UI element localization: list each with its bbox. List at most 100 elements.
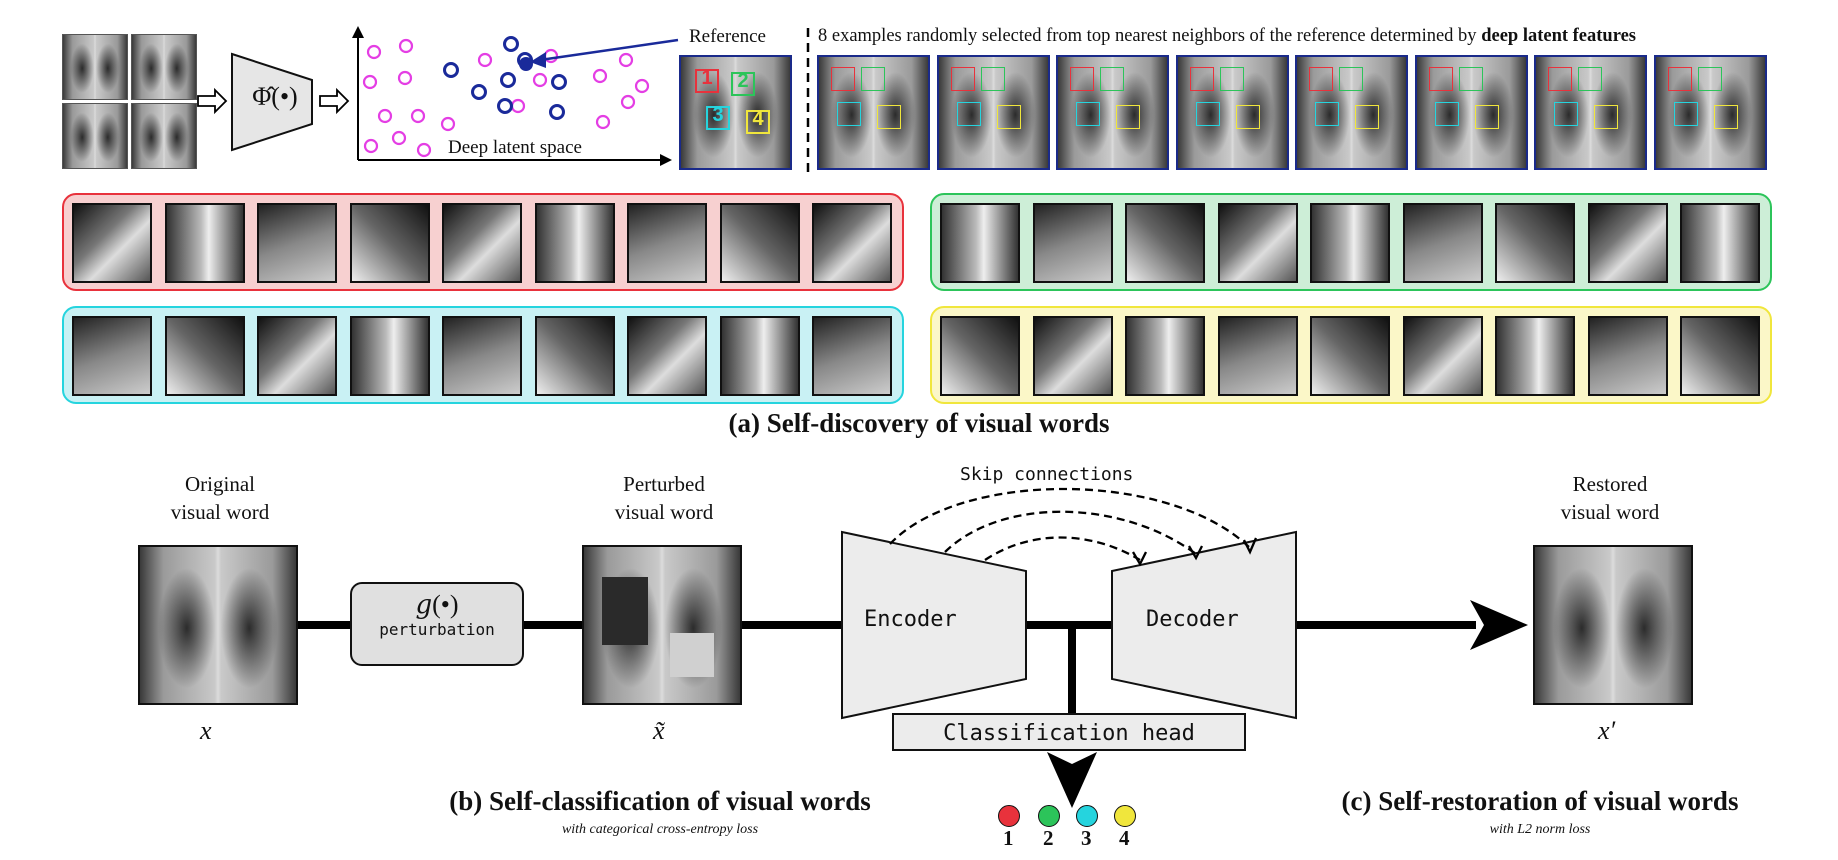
visual-word-patch bbox=[812, 316, 892, 396]
original-symbol: x bbox=[200, 716, 212, 745]
bottleneck-down-line bbox=[1068, 621, 1076, 713]
hollow-arrow-icon bbox=[197, 87, 228, 115]
original-label: Original visual word bbox=[140, 470, 300, 526]
visual-word-patch bbox=[257, 203, 337, 283]
reference-xray: 1 2 3 4 bbox=[679, 55, 792, 170]
class-number-4: 4 bbox=[1119, 826, 1130, 850]
visual-word-patch bbox=[1125, 316, 1205, 396]
perturbation-box: 𝑔(•) perturbation bbox=[350, 582, 524, 666]
phi-encoder-shape bbox=[231, 52, 313, 152]
latent-space-label: Deep latent space bbox=[448, 137, 582, 158]
phi-label: Φ̂(•) bbox=[252, 82, 298, 111]
visual-word-patch bbox=[164, 316, 245, 396]
output-arrowhead-icon bbox=[1470, 600, 1528, 650]
visual-word-patch bbox=[719, 203, 800, 283]
reference-point bbox=[519, 57, 533, 71]
hollow-arrow-icon bbox=[319, 87, 350, 115]
reference-number-2: 2 bbox=[737, 70, 749, 92]
perturbed-label: Perturbed visual word bbox=[584, 470, 744, 526]
subcaption-c: with L2 norm loss bbox=[1489, 822, 1591, 837]
visual-word-patch bbox=[940, 316, 1020, 396]
reference-number-3: 3 bbox=[712, 104, 724, 126]
neighbor-box-cyan bbox=[1315, 102, 1339, 126]
connector-line bbox=[295, 621, 353, 629]
neighbor-xray bbox=[936, 55, 1050, 170]
connector-line bbox=[522, 621, 584, 629]
visual-word-patch bbox=[1587, 316, 1668, 396]
neighbor-box-yellow bbox=[1713, 105, 1738, 129]
neighbor-xray bbox=[1056, 55, 1169, 170]
neighbor-xray bbox=[1295, 55, 1408, 170]
neighbor-box-red bbox=[1428, 67, 1453, 91]
neighbor-xray bbox=[1534, 55, 1647, 170]
restored-label-line1: Restored bbox=[1572, 472, 1648, 496]
reference-number-1: 1 bbox=[701, 67, 713, 89]
reference-box-4 bbox=[746, 110, 770, 134]
neighbor-xray bbox=[817, 55, 930, 170]
visual-word-patch bbox=[940, 203, 1020, 283]
visual-word-patch bbox=[1587, 203, 1668, 283]
visual-word-patch bbox=[1310, 203, 1390, 283]
visual-word-patch bbox=[164, 203, 245, 283]
class-number-1: 1 bbox=[1003, 826, 1014, 850]
neighbor-box-yellow bbox=[1594, 105, 1618, 129]
skip-connections-label: Skip connections bbox=[960, 464, 1134, 485]
encoder-shape bbox=[841, 530, 1027, 720]
visual-word-patch bbox=[534, 203, 615, 283]
perturbation-dark-patch bbox=[602, 577, 648, 645]
neighbor-box-green bbox=[1578, 67, 1602, 91]
restored-symbol: x′ bbox=[1598, 716, 1616, 745]
neighbor-box-yellow bbox=[996, 105, 1021, 129]
neighbor-box-red bbox=[1189, 67, 1214, 91]
neighbor-xray bbox=[1653, 55, 1767, 170]
visual-word-patch bbox=[534, 316, 615, 396]
visual-word-patch bbox=[812, 203, 892, 283]
class-dot-red bbox=[998, 805, 1020, 827]
visual-word-patch bbox=[72, 316, 152, 396]
encoder-label: Encoder bbox=[864, 607, 957, 632]
neighbor-xray bbox=[1175, 55, 1289, 170]
class-dot-yellow bbox=[1114, 805, 1136, 827]
output-line bbox=[1296, 621, 1476, 629]
visual-word-patch bbox=[1217, 316, 1298, 396]
neighbors-caption-bold: deep latent features bbox=[1481, 26, 1637, 46]
visual-word-patch bbox=[1402, 203, 1483, 283]
neighbor-box-green bbox=[1339, 67, 1363, 91]
reference-number-4: 4 bbox=[752, 108, 764, 130]
visual-word-patch bbox=[442, 203, 522, 283]
neighbor-box-cyan bbox=[1434, 102, 1459, 126]
reference-box-1 bbox=[695, 69, 719, 93]
connector-line bbox=[710, 621, 846, 629]
input-xray bbox=[131, 103, 197, 169]
decoder-shape bbox=[1111, 530, 1297, 720]
restored-visual-word-image bbox=[1533, 545, 1693, 705]
visual-word-patch bbox=[1402, 316, 1483, 396]
visual-word-patch bbox=[1495, 203, 1575, 283]
reference-box-3 bbox=[706, 106, 730, 130]
class-number-2: 2 bbox=[1043, 826, 1054, 850]
visual-word-patch bbox=[1680, 316, 1760, 396]
neighbor-box-red bbox=[1548, 67, 1572, 91]
neighbor-box-green bbox=[1100, 67, 1124, 91]
class-dot-cyan bbox=[1076, 805, 1098, 827]
reference-arrow bbox=[530, 38, 679, 68]
perturbation-light-patch bbox=[670, 633, 714, 677]
latent-axes bbox=[352, 26, 672, 166]
input-xray-grid bbox=[62, 34, 197, 169]
neighbor-box-green bbox=[980, 67, 1005, 91]
classification-head-box: Classification head bbox=[892, 713, 1246, 751]
visual-word-patch bbox=[349, 203, 430, 283]
neighbor-box-yellow bbox=[1235, 105, 1260, 129]
perturbed-label-line2: visual word bbox=[614, 500, 714, 524]
neighbor-box-red bbox=[1309, 67, 1333, 91]
neighbor-box-green bbox=[1697, 67, 1722, 91]
neighbor-box-yellow bbox=[1116, 105, 1140, 129]
neighbors-caption: 8 examples randomly selected from top ne… bbox=[818, 26, 1636, 47]
visual-word-patch bbox=[1310, 316, 1390, 396]
perturbation-function: 𝑔(•) bbox=[415, 590, 459, 619]
visual-word-patch bbox=[627, 203, 707, 283]
neighbor-box-green bbox=[1219, 67, 1244, 91]
visual-word-patch bbox=[1495, 316, 1575, 396]
visual-word-patch bbox=[72, 203, 152, 283]
